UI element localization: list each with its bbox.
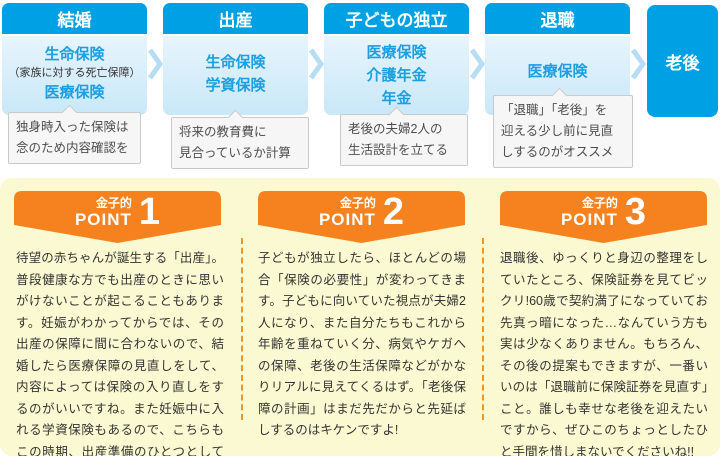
insurance-item: 学資保険 (205, 77, 266, 94)
bubble-line: 将来の教育費に (179, 125, 267, 139)
stage-marriage: 結婚 生命保険 （家族に対する死亡保障） 医療保険 独身時入った保険は 念のため… (2, 0, 147, 178)
point-brand: 金子的 (95, 195, 132, 210)
chevron-right-icon (307, 47, 325, 81)
point-label: POINT (318, 209, 376, 229)
stage-marriage-body: 生命保険 （家族に対する死亡保障） 医療保険 (2, 36, 147, 115)
advice-bubble-marriage: 独身時入った保険は 念のため内容確認を (8, 112, 141, 164)
point-number: 1 (138, 190, 161, 233)
points-panel: 金子的 POINT 1 金子的 POINT 2 (0, 178, 720, 456)
point-1-text: 待望の赤ちゃんが誕生する「出産」。普段健康な方でも出産のときに思いがけないことが… (16, 251, 224, 456)
insurance-note: （家族に対する死亡保障） (8, 67, 141, 79)
point-2-banner: 金子的 POINT 2 (258, 191, 465, 243)
bubble-line: 老後の夫婦2人の (348, 122, 443, 136)
banner-ribbon-shape (500, 191, 707, 243)
point-brand: 金子的 (581, 195, 618, 210)
stage-childbirth: 出産 生命保険 学資保険 将来の教育費に 見合っているか計算 (163, 0, 309, 178)
bubble-line: 「退職」「老後」を (501, 103, 608, 117)
insurance-item: 生命保険 (205, 54, 266, 71)
point-3-text: 退職後、ゆっくりと身辺の整理をしていたところ、保険証券を見てビックリ!60歳で契… (500, 251, 708, 456)
stage-children-independence-title: 子どもの独立 (324, 3, 469, 34)
point-number: 2 (382, 190, 405, 233)
divider (482, 238, 484, 420)
insurance-item: 年金 (381, 90, 412, 107)
stage-old-age: 老後 (647, 5, 718, 117)
point-3-banner: 金子的 POINT 3 (500, 191, 707, 243)
point-1-banner: 金子的 POINT 1 (14, 191, 221, 243)
insurance-item: 生命保険 (44, 46, 105, 63)
bubble-line: 見合っているか計算 (179, 146, 291, 160)
bubble-line: 迎える少し前に見直 (501, 124, 614, 138)
bubble-line: 生活設計を立てる (348, 143, 449, 157)
advice-bubble-retirement: 「退職」「老後」を 迎える少し前に見直 しするのがオススメ (493, 95, 633, 168)
banner-ribbon-shape (14, 191, 221, 243)
stage-childbirth-body: 生命保険 学資保険 (163, 36, 308, 115)
chevron-right-icon (468, 47, 486, 81)
stage-children-independence: 子どもの独立 医療保険 介護年金 年金 老後の夫婦2人の 生活設計を立てる (324, 0, 469, 178)
advice-bubble-childbirth: 将来の教育費に 見合っているか計算 (171, 117, 309, 169)
advice-bubble-independence: 老後の夫婦2人の 生活設計を立てる (340, 114, 468, 166)
point-number: 3 (624, 190, 647, 233)
point-label: POINT (74, 209, 132, 229)
stage-marriage-title: 結婚 (2, 3, 147, 34)
banner-ribbon-shape (258, 191, 465, 243)
point-2-text: 子どもが独立したら、ほとんどの場合「保険の必要性」が変わってきます。子どもに向い… (258, 251, 466, 437)
stage-retirement-title: 退職 (485, 3, 630, 34)
bubble-line: 独身時入った保険は (16, 120, 129, 134)
insurance-item: 医療保険 (44, 84, 105, 101)
insurance-item: 介護年金 (366, 67, 427, 84)
chevron-right-icon (629, 47, 647, 81)
point-label: POINT (560, 209, 618, 229)
insurance-item: 医療保険 (366, 44, 427, 61)
chevron-right-icon (146, 47, 164, 81)
stage-childbirth-title: 出産 (163, 3, 308, 34)
stage-children-independence-body: 医療保険 介護年金 年金 (324, 36, 469, 115)
divider (241, 238, 243, 420)
bubble-line: 念のため内容確認を (16, 141, 129, 155)
point-brand: 金子的 (339, 195, 376, 210)
bubble-line: しするのがオススメ (501, 145, 614, 159)
insurance-item: 医療保険 (527, 63, 588, 80)
stage-retirement: 退職 医療保険 「退職」「老後」を 迎える少し前に見直 しするのがオススメ (485, 0, 633, 178)
